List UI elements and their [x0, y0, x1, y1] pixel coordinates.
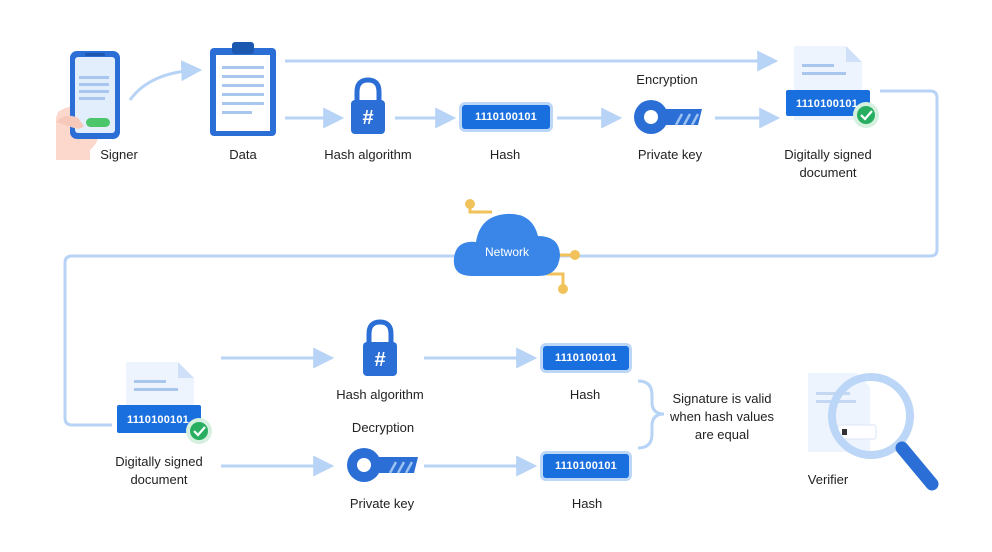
- private-key-label-top: Private key: [637, 147, 703, 162]
- hash-algorithm-label-bottom: Hash algorithm: [336, 387, 424, 402]
- signed-doc-label-top: Digitally signed document: [784, 147, 872, 180]
- signed-document-icon-top: [786, 46, 879, 128]
- network-label: Network: [484, 245, 530, 259]
- signed-doc-label-bottom: Digitally signed document: [115, 454, 203, 487]
- signature-valid-note: Signature is valid when hash values are …: [669, 391, 775, 442]
- private-key-label-bottom: Private key: [349, 496, 415, 511]
- hash-value-box-bottom-1: 1110100101: [543, 346, 629, 370]
- hash-label-bottom-1: Hash: [569, 387, 601, 402]
- verifier-label: Verifier: [807, 472, 849, 487]
- network-cloud-icon: [453, 199, 580, 294]
- hash-value-box-top: 1110100101: [462, 105, 550, 129]
- key-icon-top: [634, 100, 702, 134]
- lock-hash-icon-bottom: #: [363, 319, 397, 376]
- encryption-label: Encryption: [636, 72, 698, 87]
- hash-algorithm-label-top: Hash algorithm: [324, 147, 412, 162]
- svg-text:#: #: [374, 349, 385, 371]
- key-icon-bottom: [347, 448, 418, 482]
- signer-phone-icon: [56, 51, 120, 160]
- svg-text:#: #: [362, 107, 373, 129]
- signed-document-icon-bottom: [117, 362, 212, 444]
- arrow-signer-to-data: [128, 60, 203, 101]
- decryption-label: Decryption: [351, 420, 415, 435]
- signed-doc-hash-value-bottom: 1110100101: [127, 414, 189, 426]
- hash-label-top: Hash: [489, 147, 521, 162]
- hash-value-box-bottom-2: 1110100101: [543, 454, 629, 478]
- verifier-magnifier-icon: [808, 373, 939, 491]
- lock-hash-icon-top: #: [351, 77, 385, 134]
- hash-label-bottom-2: Hash: [571, 496, 603, 511]
- data-label: Data: [229, 147, 257, 162]
- signed-doc-hash-value-top: 1110100101: [796, 98, 858, 110]
- signer-label: Signer: [100, 147, 138, 162]
- data-clipboard-icon: [210, 42, 276, 136]
- compare-bracket: [637, 379, 665, 450]
